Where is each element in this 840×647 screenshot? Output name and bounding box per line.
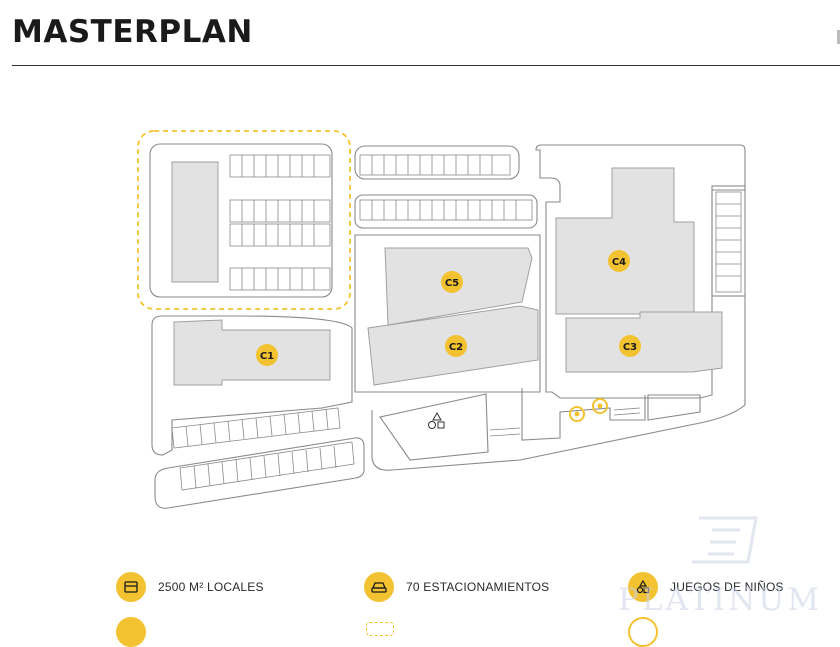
parking-lot-nw: [149, 143, 333, 298]
car-icon: [364, 572, 394, 602]
building-c3: [565, 311, 723, 373]
playground-area: [379, 393, 489, 461]
store-icon: [116, 572, 146, 602]
legend-item-locales: 2500 M² LOCALES: [116, 572, 264, 602]
marker-c4: [608, 250, 630, 272]
watermark-text: PLATINUM: [618, 582, 823, 618]
marker-c1: [256, 344, 278, 366]
central-block-outline: [354, 234, 541, 393]
label-c4: C4: [612, 257, 626, 268]
corner-mark: [837, 30, 840, 44]
target-markers: [569, 398, 608, 422]
marker-c2: [445, 335, 467, 357]
parking-lot-north: [354, 145, 520, 180]
partial-legend-icon: [116, 617, 146, 647]
label-c2: C2: [449, 342, 463, 353]
masterplan-map: C1 C2 C3 C4 C5: [137, 130, 746, 509]
legend-label-locales: 2500 M² LOCALES: [158, 580, 264, 594]
parking-lot-south: [154, 437, 365, 509]
page-title: MASTERPLAN: [12, 14, 253, 50]
title-divider: [12, 65, 840, 66]
legend-item-playground: JUEGOS DE NIÑOS: [628, 572, 784, 602]
building-c1: [173, 319, 331, 386]
legend-item-parking: 70 ESTACIONAMIENTOS: [364, 572, 549, 602]
playground-icon: [628, 572, 658, 602]
label-c1: C1: [260, 351, 274, 362]
label-c5: C5: [445, 278, 459, 289]
building-nw-annex: [171, 161, 219, 283]
legend-label-parking: 70 ESTACIONAMIENTOS: [406, 580, 550, 594]
label-c3: C3: [623, 342, 637, 353]
marker-c3: [619, 335, 641, 357]
dashed-area-boundary: [137, 130, 351, 310]
watermark-logo-icon: [692, 516, 758, 564]
legend-label-playground: JUEGOS DE NIÑOS: [670, 580, 784, 594]
main-road: [371, 404, 746, 471]
building-c4: [555, 167, 695, 315]
target-icon: [628, 617, 658, 647]
marker-c5: [441, 271, 463, 293]
playground-shapes-icon: [428, 411, 445, 429]
parking-lot-sw: [151, 315, 353, 456]
parking-lot-east: [711, 185, 746, 297]
parking-lot-center-north: [354, 194, 538, 229]
dashed-area-icon: [366, 622, 394, 636]
